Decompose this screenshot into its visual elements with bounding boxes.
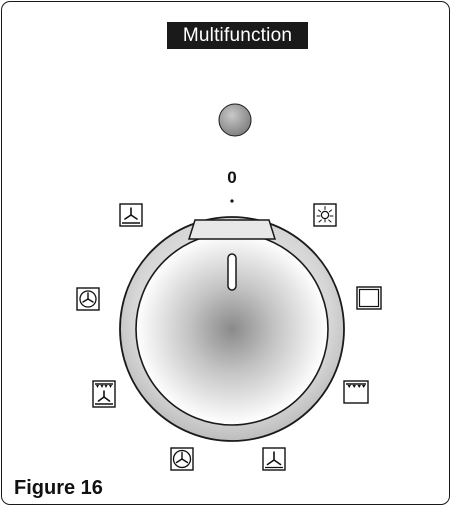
oven-lamp-icon — [313, 203, 337, 227]
zero-tick — [230, 199, 234, 203]
mode-title: Multifunction — [167, 22, 308, 49]
dial-pointer — [227, 253, 237, 291]
fan-only-icon — [262, 447, 286, 471]
dial-top-tab — [187, 219, 277, 240]
fan-grill-icon — [92, 380, 116, 408]
fan-bottom-heat-icon — [119, 203, 143, 227]
indicator-light — [218, 103, 252, 137]
figure-caption: Figure 16 — [14, 477, 103, 499]
fan-ring-icon — [76, 287, 100, 311]
off-position-label: 0 — [227, 168, 237, 187]
fan-ring-circle-icon — [170, 447, 194, 471]
conventional-oven-icon — [356, 286, 382, 310]
top-heat-icon — [343, 380, 369, 404]
